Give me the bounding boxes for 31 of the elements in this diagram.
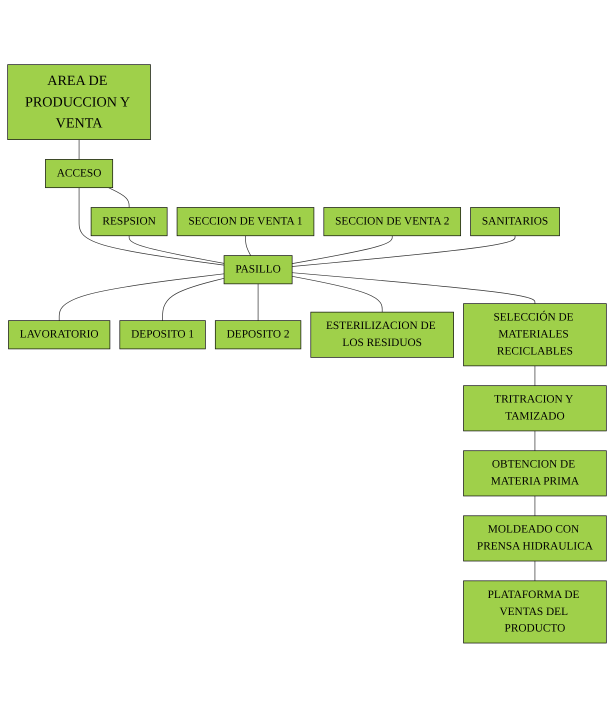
connector — [292, 272, 536, 304]
node-box: RESPSION — [90, 206, 168, 236]
connector — [78, 186, 224, 266]
node-box: PLATAFORMA DE VENTAS DEL PRODUCTO — [463, 580, 607, 644]
connector — [534, 495, 536, 516]
node-box: LAVORATORIO — [8, 320, 110, 349]
connector — [108, 186, 130, 208]
connector — [292, 276, 383, 312]
node-box: TRITRACION Y TAMIZADO — [463, 384, 607, 431]
node-box: DEPOSITO 1 — [119, 320, 206, 349]
connector — [78, 138, 80, 160]
connector — [58, 273, 224, 321]
node-box: PASILLO — [224, 254, 292, 284]
node-box: ACCESO — [45, 158, 114, 188]
connector — [162, 278, 224, 321]
node-box: AREA DE PRODUCCION Y VENTA — [7, 64, 151, 140]
node-box: MOLDEADO CON PRENSA HIDRAULICA — [463, 515, 607, 562]
connector — [245, 235, 252, 256]
connector — [534, 365, 536, 386]
node-box: OBTENCION DE MATERIA PRIMA — [463, 450, 607, 496]
connector — [534, 430, 536, 451]
connector — [128, 235, 224, 264]
node-box: SECCION DE VENTA 1 — [176, 206, 314, 236]
connector — [292, 235, 516, 267]
connector — [534, 560, 536, 581]
node-box: SELECCIÓN DE MATERIALES RECICLABLES — [463, 302, 607, 366]
node-box: SECCION DE VENTA 2 — [323, 206, 462, 236]
connector — [292, 235, 393, 264]
node-box: SANITARIOS — [470, 206, 560, 236]
node-box: DEPOSITO 2 — [214, 320, 302, 349]
node-box: ESTERILIZACION DE LOS RESIDUOS — [310, 311, 454, 358]
